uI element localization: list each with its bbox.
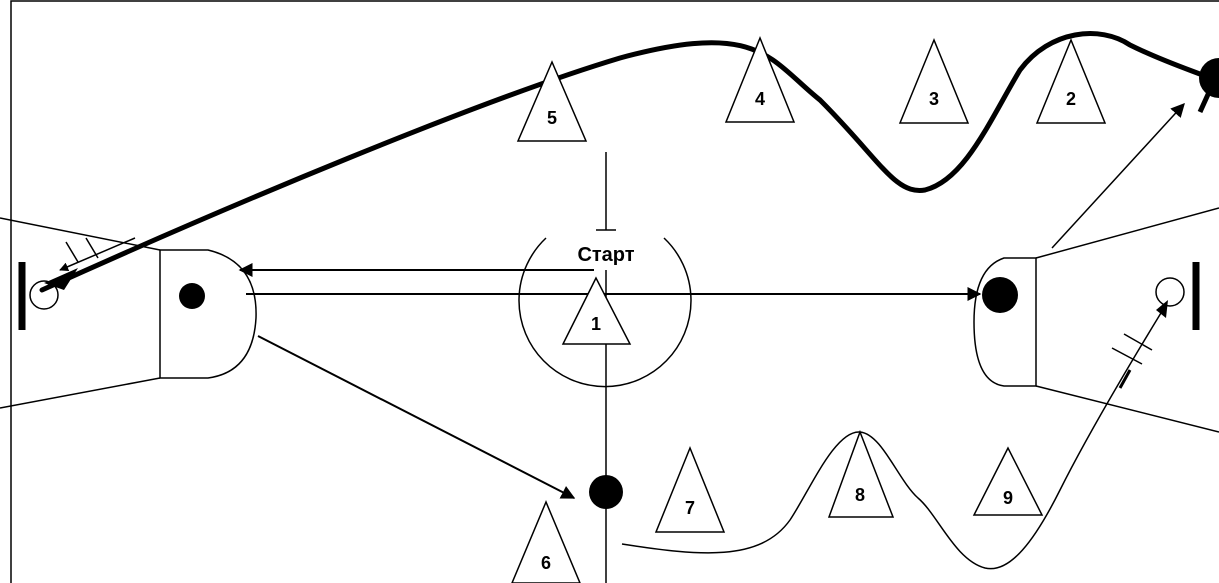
cone-6-triangle	[511, 500, 581, 583]
cone-4-label: 4	[755, 89, 765, 109]
cone-5-label: 5	[547, 108, 557, 128]
top-skating-path	[39, 31, 1208, 293]
cone-3: 3	[898, 38, 970, 124]
pass-arrow-to-bottom	[257, 335, 576, 499]
cone-1: 1	[561, 276, 632, 345]
pass-arrow-to-top-right	[1051, 102, 1185, 249]
cone-4-triangle	[724, 36, 796, 123]
start-label: Старт	[577, 244, 634, 266]
cone-6: 6	[511, 500, 581, 583]
pass-arrows	[238, 102, 1185, 499]
bottom-shot-stick	[1118, 369, 1132, 389]
cone-7-label: 7	[685, 498, 695, 518]
cone-2-triangle	[1035, 38, 1107, 124]
right-zone	[973, 207, 1219, 433]
cone-2: 2	[1035, 38, 1107, 124]
bottom-player-puck	[589, 475, 623, 509]
bottom-shot-hatch-2	[1123, 333, 1153, 351]
cone-7-triangle	[654, 446, 726, 533]
cone-6-label: 6	[541, 553, 551, 573]
right-zone-line-bottom	[1035, 385, 1219, 433]
bottom-skating-path	[621, 307, 1165, 570]
cone-8: 8	[827, 429, 895, 518]
right-zone-line-top	[1035, 207, 1219, 259]
right-goal-target	[1155, 277, 1185, 307]
cone-5-triangle	[516, 60, 588, 142]
left-shot-hatch-2	[85, 237, 99, 259]
cone-1-label: 1	[591, 314, 601, 334]
cone-8-triangle	[827, 429, 895, 518]
left-zone	[0, 217, 257, 409]
top-right-stick	[1197, 88, 1213, 114]
left-shot-arrow	[59, 237, 136, 271]
bottom-shot-hatch-1	[1111, 347, 1143, 365]
bottom-path-arrowhead	[1156, 300, 1168, 318]
cone-9: 9	[972, 446, 1044, 516]
cone-2-label: 2	[1066, 89, 1076, 109]
right-crease	[973, 257, 1037, 387]
cone-9-label: 9	[1003, 488, 1013, 508]
cone-4: 4	[724, 36, 796, 123]
left-shot-hatch-1	[65, 241, 79, 263]
cone-7: 7	[654, 446, 726, 533]
cone-9-triangle	[972, 446, 1044, 516]
left-zone-line-bottom	[0, 377, 161, 409]
right-player-puck	[982, 277, 1018, 313]
left-zone-line-top	[0, 217, 161, 251]
cone-8-label: 8	[855, 485, 865, 505]
cones: 1 2 3 4 5 6 7 8	[511, 36, 1107, 583]
left-crease	[159, 249, 257, 379]
left-player-puck	[179, 283, 205, 309]
top-right-puck	[1199, 58, 1219, 98]
cone-5: 5	[516, 60, 588, 142]
rink-border	[10, 0, 1219, 583]
cone-3-triangle	[898, 38, 970, 124]
cone-1-triangle	[561, 276, 632, 345]
cone-3-label: 3	[929, 89, 939, 109]
top-path-arrowhead	[44, 268, 78, 290]
